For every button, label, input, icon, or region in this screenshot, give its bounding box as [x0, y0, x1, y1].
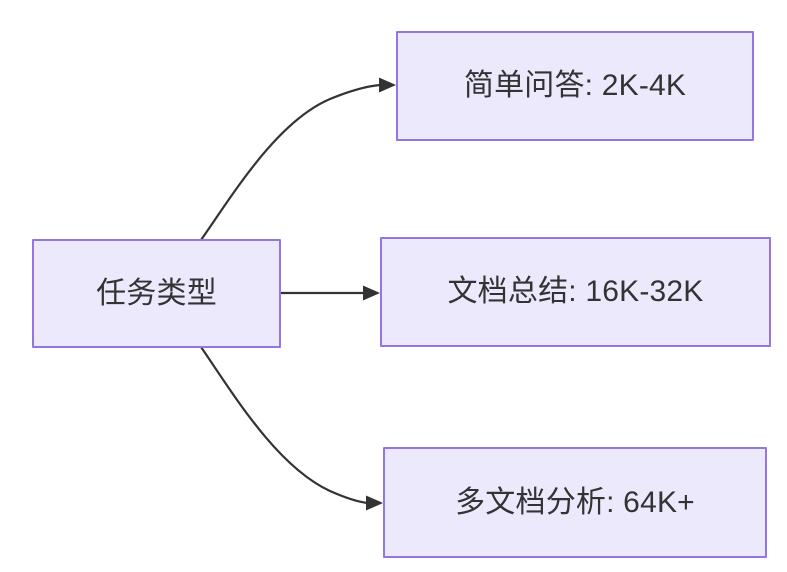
node-label-simple-qa: 简单问答: 2K-4K — [463, 69, 687, 103]
edge-path-root-to-simple-qa — [199, 83, 382, 242]
arrow-head-icon — [363, 285, 380, 301]
edge-root-to-doc-summary — [279, 285, 380, 301]
arrow-head-icon — [379, 77, 396, 93]
edge-path-root-to-multi-doc — [199, 345, 369, 505]
node-label-task-type: 任务类型 — [96, 276, 217, 310]
node-multi-doc[interactable]: 多文档分析: 64K+ — [383, 447, 767, 558]
edge-root-to-simple-qa — [199, 77, 396, 242]
node-label-multi-doc: 多文档分析: 64K+ — [455, 485, 695, 519]
node-doc-summary[interactable]: 文档总结: 16K-32K — [380, 237, 771, 347]
node-simple-qa[interactable]: 简单问答: 2K-4K — [396, 31, 754, 141]
node-label-doc-summary: 文档总结: 16K-32K — [447, 275, 704, 309]
node-task-type[interactable]: 任务类型 — [32, 239, 281, 348]
arrow-head-icon — [366, 495, 383, 511]
edge-root-to-multi-doc — [199, 345, 383, 511]
